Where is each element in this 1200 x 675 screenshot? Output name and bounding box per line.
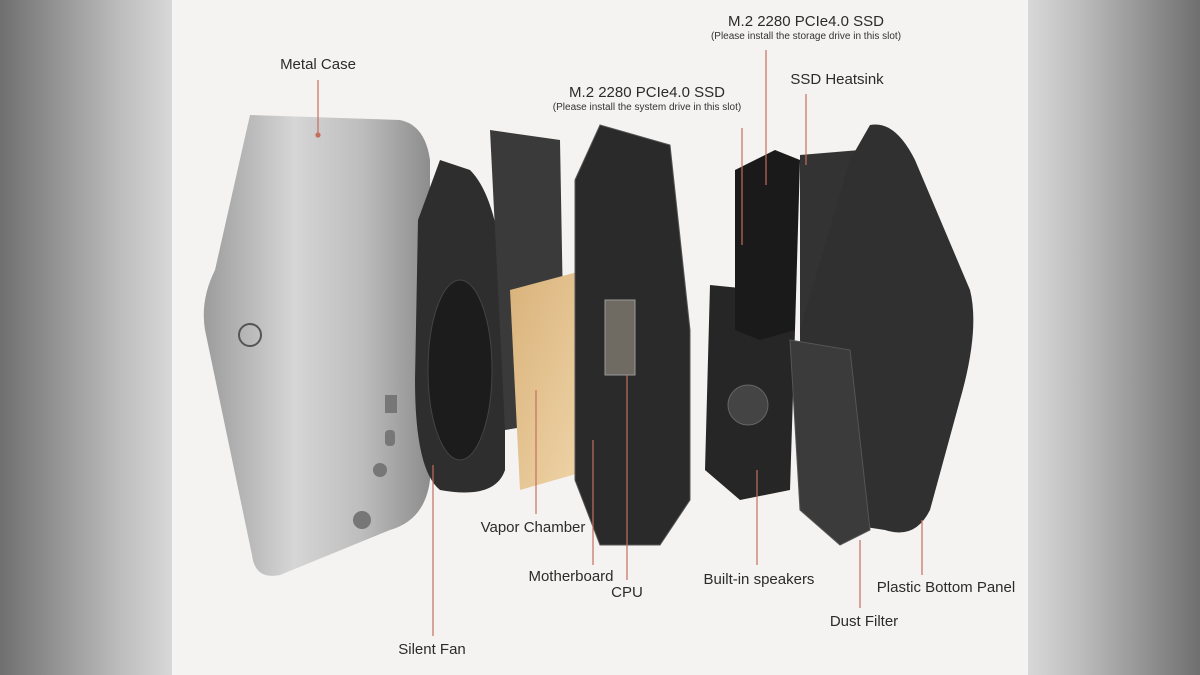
label-dust-filter: Dust Filter — [829, 613, 899, 630]
label-speakers: Built-in speakers — [703, 571, 815, 588]
cpu-chip — [604, 299, 636, 376]
label-vapor-chamber: Vapor Chamber — [480, 519, 586, 536]
label-storage-ssd-note: (Please install the storage drive in thi… — [710, 31, 902, 42]
label-system-ssd-note: (Please install the system drive in this… — [552, 102, 742, 113]
label-storage-ssd: M.2 2280 PCIe4.0 SSD (Please install the… — [711, 13, 901, 42]
left-blur-border — [0, 0, 172, 675]
ssd-module — [735, 150, 800, 340]
dust-filter — [789, 339, 871, 546]
right-blur-border — [1028, 0, 1200, 675]
label-storage-ssd-title: M.2 2280 PCIe4.0 SSD — [728, 13, 884, 30]
metal-case — [203, 115, 430, 576]
label-system-ssd-title: M.2 2280 PCIe4.0 SSD — [569, 84, 725, 101]
leader-lines — [315, 50, 923, 636]
logo-icon — [238, 323, 262, 347]
speaker-cone — [727, 384, 769, 426]
fan-blades — [427, 279, 493, 461]
label-motherboard: Motherboard — [528, 568, 614, 585]
label-system-ssd: M.2 2280 PCIe4.0 SSD (Please install the… — [553, 84, 741, 113]
label-bottom-panel: Plastic Bottom Panel — [876, 579, 1016, 596]
case-ports — [353, 395, 397, 529]
label-metal-case: Metal Case — [280, 56, 356, 73]
label-silent-fan: Silent Fan — [398, 641, 466, 658]
label-cpu: CPU — [611, 584, 643, 601]
label-ssd-heatsink: SSD Heatsink — [790, 71, 884, 88]
vapor-chamber — [510, 270, 590, 490]
